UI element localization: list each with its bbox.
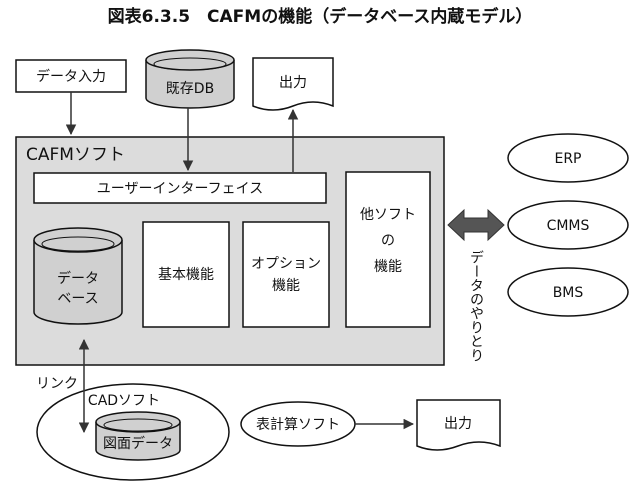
erp-ellipse	[507, 133, 629, 183]
bms-label: BMS	[553, 285, 584, 301]
output-top-label: 出力	[279, 75, 307, 91]
output-bottom-document	[416, 399, 501, 451]
other-software-label-line2: の	[381, 233, 395, 249]
figure-title: 図表6.3.5 CAFMの機能（データベース内蔵モデル）	[108, 6, 533, 27]
cafm-software-label: CAFMソフト	[26, 145, 125, 165]
basic-functions-label: 基本機能	[158, 266, 214, 283]
option-functions-label-line2: 機能	[272, 278, 300, 294]
data-exchange-arrow	[447, 208, 505, 242]
erp-label: ERP	[554, 151, 581, 167]
option-functions-label-line1: オプション	[251, 256, 321, 272]
existing-db-cylinder	[145, 49, 235, 109]
cmms-ellipse	[507, 200, 629, 250]
data-input-box	[15, 59, 127, 93]
database-label-line2: ベース	[57, 291, 98, 307]
data-input-label: データ入力	[36, 68, 106, 85]
drawing-data-cylinder	[95, 411, 181, 461]
database-cylinder	[33, 227, 123, 325]
spreadsheet-label: 表計算ソフト	[256, 417, 340, 433]
existing-db-label: 既存DB	[166, 81, 214, 97]
drawing-data-label: 図面データ	[103, 435, 173, 452]
option-functions-box	[242, 221, 330, 328]
user-interface-box	[33, 172, 327, 204]
basic-functions-box	[142, 221, 230, 328]
other-software-label-line3: 機能	[374, 259, 402, 275]
output-top-document	[252, 57, 334, 111]
database-label-line1: データ	[57, 270, 99, 287]
other-software-box	[345, 171, 431, 328]
user-interface-label: ユーザーインターフェイス	[97, 181, 263, 197]
bms-ellipse	[507, 267, 629, 317]
cmms-label: CMMS	[547, 218, 590, 234]
data-exchange-label: データのやりとり	[468, 250, 484, 362]
cad-software-label: CADソフト	[88, 393, 160, 409]
link-label: リンク	[36, 376, 78, 392]
other-software-label-line1: 他ソフト	[360, 207, 416, 223]
output-bottom-label: 出力	[444, 416, 472, 432]
